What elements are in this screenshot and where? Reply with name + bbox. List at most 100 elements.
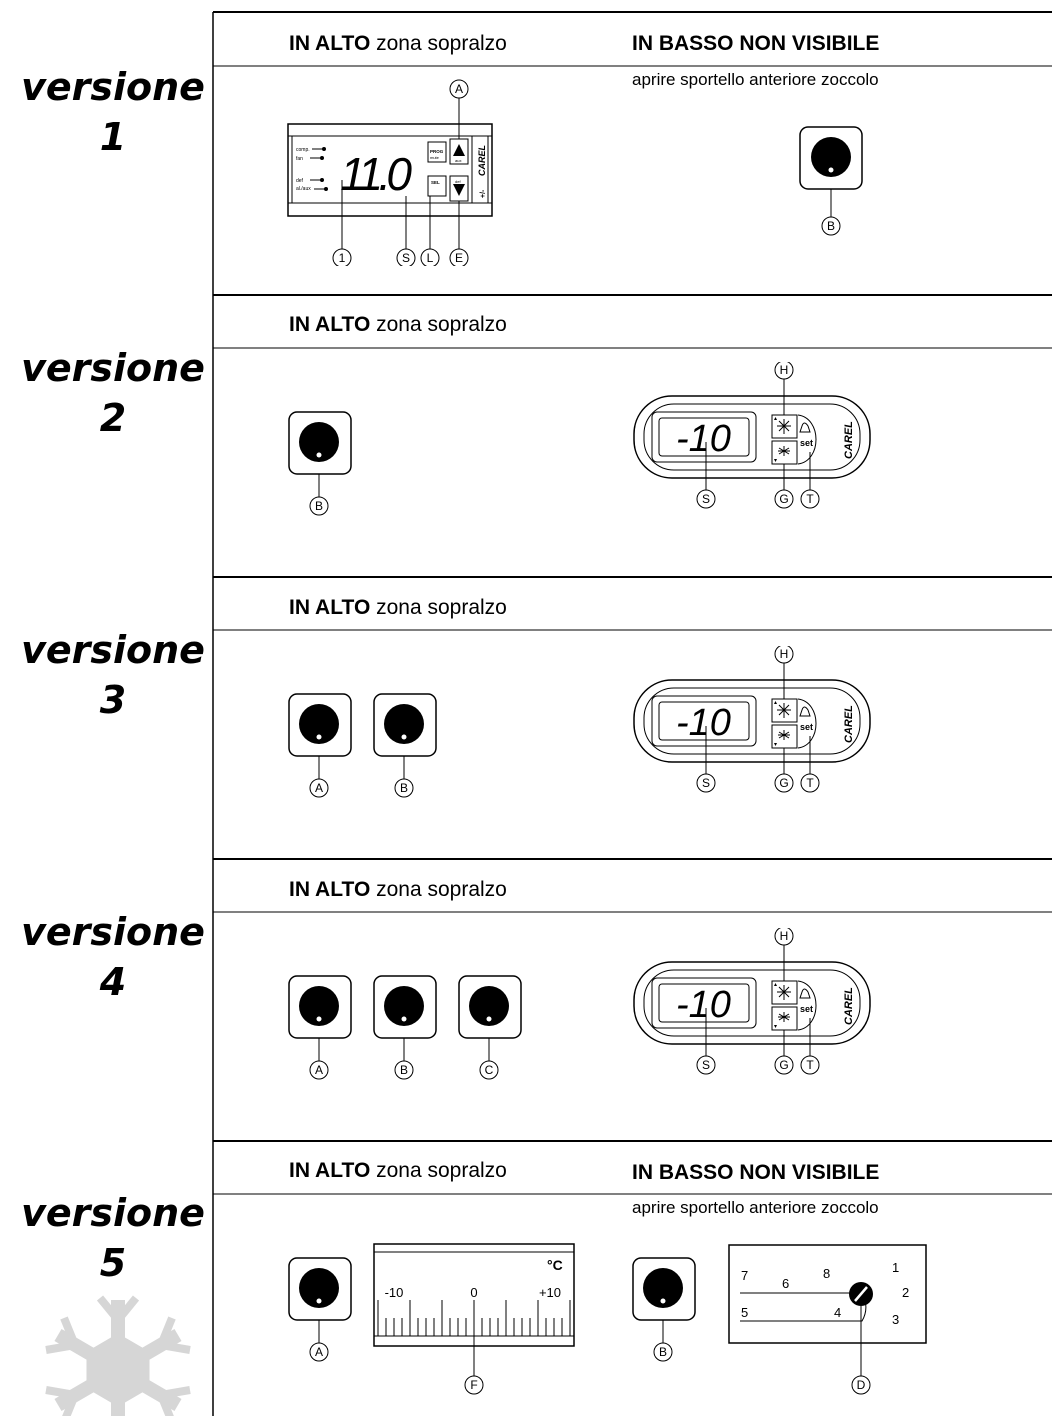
version-label: versione bbox=[21, 910, 205, 954]
version-number: 2 bbox=[99, 396, 127, 440]
version-label: versione bbox=[21, 65, 205, 109]
led-label-alaux: al./aux bbox=[296, 186, 311, 192]
header-rest: zona sopralzo bbox=[370, 313, 507, 336]
dial-num-3: 3 bbox=[892, 1312, 899, 1327]
version-2-title: versione 2 bbox=[18, 343, 208, 443]
section-4-left-header: IN ALTO zona sopralzo bbox=[289, 878, 507, 902]
led-label-comp: comp. bbox=[296, 147, 310, 153]
version-5-title: versione 5 bbox=[18, 1188, 208, 1288]
brand-logo: CAREL bbox=[843, 705, 855, 743]
knob-v4-c[interactable]: C bbox=[456, 973, 526, 1085]
header-bold: IN ALTO bbox=[289, 313, 371, 336]
display-value: 11.0 bbox=[340, 148, 412, 200]
brand-logo: CAREL bbox=[843, 987, 855, 1025]
callout-a: A bbox=[315, 1063, 323, 1077]
version-label: versione bbox=[21, 346, 205, 390]
callout-b: B bbox=[315, 499, 323, 513]
section-5-right-header: IN BASSO NON VISIBILE bbox=[632, 1161, 879, 1185]
display-value: -10 bbox=[676, 984, 731, 1026]
version-number: 4 bbox=[99, 960, 127, 1004]
knob-v3-a[interactable]: A bbox=[286, 691, 356, 803]
scale-ticks bbox=[377, 1300, 571, 1336]
callout-g: G bbox=[779, 1058, 788, 1072]
knob-icon[interactable] bbox=[811, 137, 851, 177]
display-value: -10 bbox=[676, 702, 731, 744]
section-5-right-subheader: aprire sportello anteriore zoccolo bbox=[632, 1198, 879, 1217]
header-bold: IN BASSO NON VISIBILE bbox=[632, 1161, 880, 1184]
header-bold: IN BASSO NON VISIBILE bbox=[632, 32, 880, 55]
dial-num-4: 4 bbox=[834, 1305, 841, 1320]
version-number: 1 bbox=[99, 115, 127, 159]
callout-s: S bbox=[702, 1058, 710, 1072]
tick-label-0: 0 bbox=[470, 1285, 477, 1300]
section-5-left-header: IN ALTO zona sopralzo bbox=[289, 1159, 507, 1183]
knob-v5-a[interactable]: A bbox=[286, 1255, 356, 1367]
section-3-left-header: IN ALTO zona sopralzo bbox=[289, 596, 507, 620]
knob-v2-b[interactable]: B bbox=[286, 409, 356, 521]
callout-g: G bbox=[779, 776, 788, 790]
dial-num-1: 1 bbox=[892, 1260, 899, 1275]
version-4-title: versione 4 bbox=[18, 907, 208, 1007]
down-sub: def bbox=[455, 179, 461, 184]
unit-label: °C bbox=[547, 1257, 563, 1273]
callout-a: A bbox=[455, 82, 463, 96]
callout-s: S bbox=[402, 251, 410, 265]
header-bold: IN ALTO bbox=[289, 878, 371, 901]
section-1-left-header: IN ALTO zona sopralzo bbox=[289, 32, 507, 56]
header-rest: zona sopralzo bbox=[370, 878, 507, 901]
callout-c: C bbox=[485, 1063, 494, 1077]
dial-selector: 7 6 8 5 4 1 2 3 D bbox=[728, 1244, 927, 1395]
callout-h: H bbox=[780, 929, 789, 943]
up-arrow-icon bbox=[453, 144, 465, 156]
callout-t: T bbox=[806, 776, 814, 790]
section-2-left-header: IN ALTO zona sopralzo bbox=[289, 313, 507, 337]
callout-t: T bbox=[806, 1058, 814, 1072]
callout-s: S bbox=[702, 492, 710, 506]
controller-v4: -10 set CAREL H S G T bbox=[633, 928, 871, 1075]
version-number: 5 bbox=[99, 1241, 127, 1285]
callout-t: T bbox=[806, 492, 814, 506]
callout-b: B bbox=[659, 1345, 667, 1359]
callout-s: S bbox=[702, 776, 710, 790]
callout-l: L bbox=[427, 251, 434, 265]
section-1-right-subheader: aprire sportello anteriore zoccolo bbox=[632, 70, 879, 89]
header-bold: IN ALTO bbox=[289, 32, 371, 55]
dial-num-2: 2 bbox=[902, 1285, 909, 1300]
display-value: -10 bbox=[676, 418, 731, 460]
prog-label: PROG bbox=[430, 149, 444, 154]
controller-v2: -10 set CAREL H S G T bbox=[633, 362, 871, 509]
prog-button[interactable] bbox=[427, 141, 447, 163]
brand-logo: CAREL bbox=[843, 421, 855, 459]
version-3-title: versione 3 bbox=[18, 625, 208, 725]
controller-v1: comp. fan def al./aux 11.0 PROG mute aux… bbox=[287, 79, 493, 266]
knob-v4-a[interactable]: A bbox=[286, 973, 356, 1085]
prog-sub: mute bbox=[430, 155, 440, 160]
tick-label-plus10: +10 bbox=[539, 1285, 561, 1300]
callout-e: E bbox=[455, 251, 463, 265]
knob-v5-b[interactable]: B bbox=[630, 1255, 700, 1367]
dial-num-8: 8 bbox=[823, 1266, 830, 1281]
header-bold: IN ALTO bbox=[289, 596, 371, 619]
knob-v4-b[interactable]: B bbox=[371, 973, 441, 1085]
callout-a: A bbox=[315, 1345, 323, 1359]
dial-num-7: 7 bbox=[741, 1268, 748, 1283]
header-rest: zona sopralzo bbox=[370, 32, 507, 55]
knob-v3-b[interactable]: B bbox=[371, 691, 441, 803]
set-label: set bbox=[800, 1004, 813, 1014]
header-rest: zona sopralzo bbox=[370, 596, 507, 619]
set-label: set bbox=[800, 722, 813, 732]
callout-b: B bbox=[400, 1063, 408, 1077]
dial-num-5: 5 bbox=[741, 1305, 748, 1320]
knob-v1-b: B bbox=[799, 126, 863, 236]
dial-num-6: 6 bbox=[782, 1276, 789, 1291]
callout-h: H bbox=[780, 363, 789, 377]
callout-b: B bbox=[400, 781, 408, 795]
header-bold: IN ALTO bbox=[289, 1159, 371, 1182]
callout-h: H bbox=[780, 647, 789, 661]
version-1-title: versione 1 bbox=[18, 62, 208, 162]
version-number: 3 bbox=[99, 678, 127, 722]
led-label-fan: fan bbox=[296, 156, 303, 162]
sel-button[interactable] bbox=[427, 175, 447, 197]
section-1-right-header: IN BASSO NON VISIBILE bbox=[632, 32, 879, 56]
